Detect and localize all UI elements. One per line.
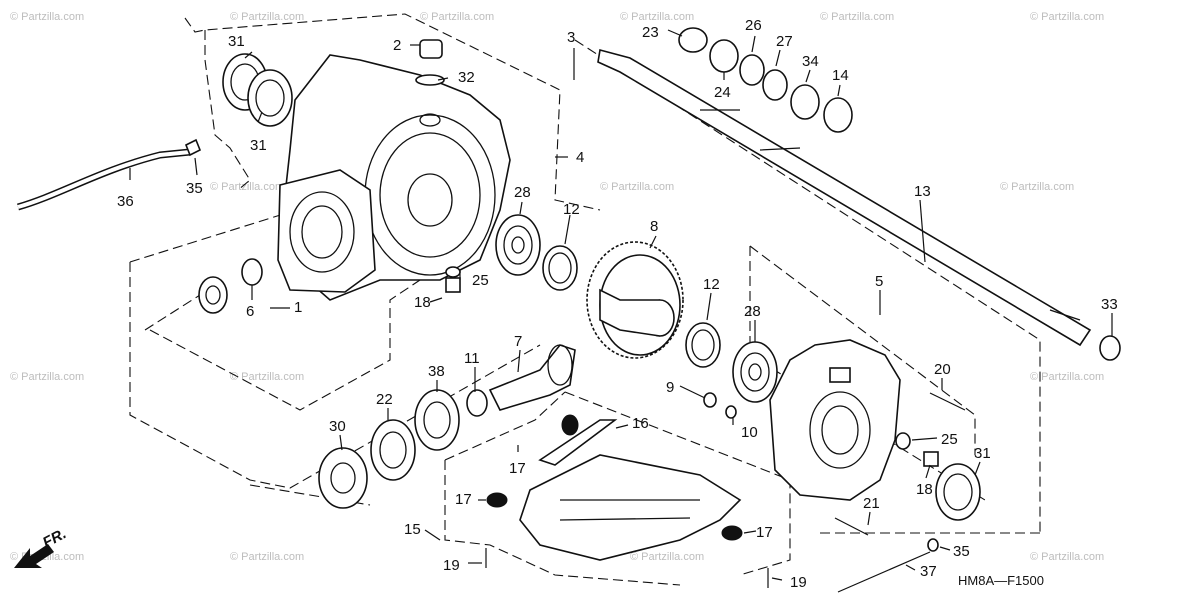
leader-lines — [129, 29, 1113, 581]
bearing-28-left — [495, 214, 541, 276]
watermark-text: © Partzilla.com — [600, 181, 674, 193]
callout-24: 24 — [714, 84, 731, 101]
watermark-text: © Partzilla.com — [10, 11, 84, 23]
watermark-text: © Partzilla.com — [230, 551, 304, 563]
front-direction-arrow-icon — [14, 544, 54, 568]
callout-4: 4 — [576, 149, 584, 166]
callout-38: 38 — [428, 363, 445, 380]
watermark-text: © Partzilla.com — [230, 11, 304, 23]
callout-32: 32 — [458, 69, 475, 86]
ring-gear-8 — [586, 241, 684, 359]
callout-12: 12 — [563, 201, 580, 218]
breather-cap-2 — [415, 39, 445, 86]
callout-19: 19 — [790, 574, 807, 591]
washer-11 — [466, 389, 488, 417]
callout-25: 25 — [472, 272, 489, 289]
shim-12-left — [542, 245, 578, 291]
shim-12-right — [685, 322, 721, 368]
callout-17: 17 — [509, 460, 526, 477]
callout-28: 28 — [514, 184, 531, 201]
callout-25: 25 — [941, 431, 958, 448]
callout-16: 16 — [632, 415, 649, 432]
callout-17: 17 — [756, 524, 773, 541]
callout-23: 23 — [642, 24, 659, 41]
callout-1: 1 — [294, 299, 302, 316]
watermark-text: © Partzilla.com — [1000, 181, 1074, 193]
callout-18: 18 — [414, 294, 431, 311]
watermark-text: © Partzilla.com — [230, 371, 304, 383]
callout-10: 10 — [741, 424, 758, 441]
callout-27: 27 — [776, 33, 793, 50]
callout-12: 12 — [703, 276, 720, 293]
watermark-text: © Partzilla.com — [1030, 551, 1104, 563]
callout-11: 11 — [464, 350, 480, 367]
nut-washers-bearing — [678, 27, 853, 133]
callout-15: 15 — [404, 521, 421, 538]
watermark-text: © Partzilla.com — [10, 371, 84, 383]
collar-and-oring — [198, 258, 263, 314]
callout-3: 3 — [567, 29, 575, 46]
callout-31: 31 — [228, 33, 245, 50]
callout-18: 18 — [916, 481, 933, 498]
oil-seals-31 — [222, 53, 293, 127]
callout-17: 17 — [455, 491, 472, 508]
callout-2: 2 — [393, 37, 401, 54]
callout-35: 35 — [953, 543, 970, 560]
callout-8: 8 — [650, 218, 658, 235]
gear-case-cover-5 — [769, 339, 901, 501]
bolts — [445, 266, 966, 593]
diagram-code: HM8A—F1500 — [958, 573, 1044, 588]
callout-13: 13 — [914, 183, 931, 200]
watermark-text: © Partzilla.com — [820, 11, 894, 23]
watermark-text: © Partzilla.com — [620, 11, 694, 23]
final-gear-case — [277, 54, 511, 301]
callout-19: 19 — [443, 557, 460, 574]
watermark-text: © Partzilla.com — [630, 551, 704, 563]
callout-34: 34 — [802, 53, 819, 70]
callout-21: 21 — [863, 495, 880, 512]
callout-5: 5 — [875, 273, 883, 290]
callout-9: 9 — [666, 379, 674, 396]
seal-31-right — [935, 463, 981, 521]
nut-30 — [318, 447, 368, 509]
callout-20: 20 — [934, 361, 951, 378]
skid-plate-15 — [486, 414, 743, 561]
axle-shaft-13 — [597, 49, 1092, 347]
callout-31: 31 — [974, 445, 991, 462]
callout-33: 33 — [1101, 296, 1118, 313]
callout-35: 35 — [186, 180, 203, 197]
watermark-text: © Partzilla.com — [1030, 371, 1104, 383]
callout-31: 31 — [250, 137, 267, 154]
pinion-gear-7 — [488, 344, 576, 411]
callout-6: 6 — [246, 303, 254, 320]
callout-22: 22 — [376, 391, 393, 408]
callout-30: 30 — [329, 418, 346, 435]
callout-7: 7 — [514, 333, 522, 350]
callout-14: 14 — [832, 67, 849, 84]
bearing-28-right — [732, 341, 778, 403]
watermark-text: © Partzilla.com — [1030, 11, 1104, 23]
callout-36: 36 — [117, 193, 134, 210]
callout-37: 37 — [920, 563, 937, 580]
bearing-38 — [414, 389, 460, 451]
breather-tube-36 — [17, 138, 202, 211]
callout-28: 28 — [744, 303, 761, 320]
watermark-text: © Partzilla.com — [420, 11, 494, 23]
oring-33 — [1099, 335, 1121, 361]
callout-26: 26 — [745, 17, 762, 34]
watermark-text: © Partzilla.com — [210, 181, 284, 193]
bearing-22 — [370, 419, 416, 481]
